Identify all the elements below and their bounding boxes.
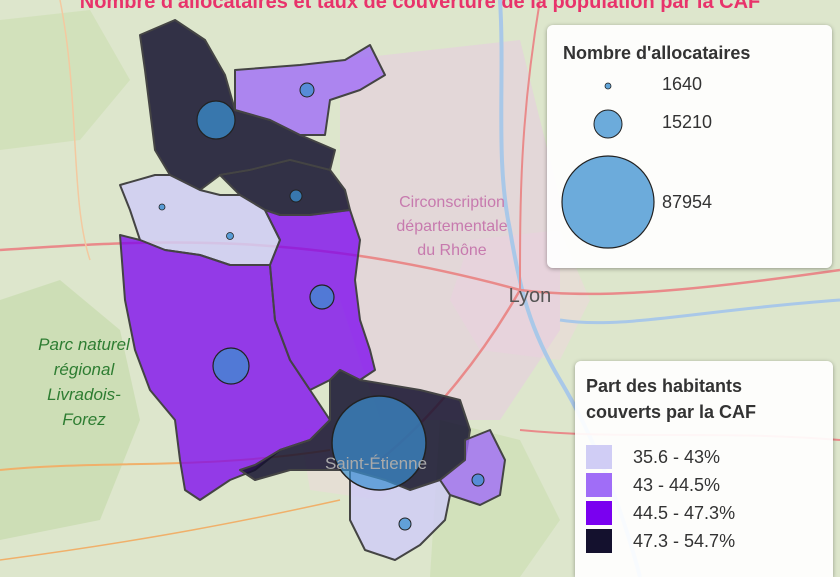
- legend-swatch-1: [586, 445, 612, 469]
- label-parc-1: Parc naturel: [38, 335, 131, 354]
- legend-value-medium: 15210: [662, 112, 713, 132]
- bubble-northeast[interactable]: [299, 82, 315, 98]
- legend-class-label-1: 35.6 - 43%: [633, 447, 721, 467]
- label-parc-4: Forez: [62, 410, 106, 429]
- basemap-forest-patch: [0, 10, 130, 150]
- map-title: Nombre d'allocataires et taux de couvert…: [79, 0, 761, 13]
- label-city-lyon: Lyon: [509, 285, 552, 307]
- legend-circle-large: [561, 155, 655, 249]
- bubble-west-small-1[interactable]: [158, 203, 166, 211]
- territory-south-lightest[interactable]: [349, 469, 451, 561]
- legend-swatch-2: [586, 473, 612, 497]
- bubble-layer: [158, 82, 485, 531]
- road: [519, 268, 840, 296]
- legend-circle-small: [604, 82, 612, 90]
- legend-class-label-3: 44.5 - 47.3%: [633, 503, 736, 523]
- bubble-east-north[interactable]: [289, 189, 303, 203]
- label-circonscription-1: Circonscription: [399, 194, 505, 211]
- road: [519, 0, 541, 291]
- bubble-east[interactable]: [471, 473, 485, 487]
- legend-swatch-3: [586, 501, 612, 525]
- legend-value-large: 87954: [662, 192, 713, 212]
- legend-allocataires: Nombre d'allocataires 1640 15210 87954: [547, 25, 832, 268]
- territory-east-light-purple[interactable]: [439, 429, 506, 506]
- bubble-southwest[interactable]: [212, 347, 250, 385]
- legend-couverture-title-line1: Part des habitants: [586, 376, 743, 396]
- legend-allocataires-circles: [561, 82, 655, 249]
- basemap-forest-patch: [0, 280, 140, 540]
- bubble-west-small-2[interactable]: [226, 232, 234, 240]
- legend-swatch-4: [586, 529, 612, 553]
- legend-allocataires-title: Nombre d'allocataires: [563, 43, 751, 63]
- legend-value-small: 1640: [662, 74, 703, 94]
- label-circonscription-3: du Rhône: [417, 242, 486, 259]
- legend-class-label-2: 43 - 44.5%: [633, 475, 721, 495]
- bubble-south[interactable]: [398, 517, 412, 531]
- legend-circle-medium: [593, 109, 623, 139]
- legend-couverture-title: Part des habitants couverts par la CAF: [586, 373, 756, 425]
- bubble-north[interactable]: [196, 100, 236, 140]
- road: [59, 0, 91, 261]
- label-parc-2: régional: [54, 360, 116, 379]
- legend-class-label-4: 47.3 - 54.7%: [633, 531, 736, 551]
- label-city-saint-etienne: Saint-Étienne: [325, 454, 427, 473]
- bubble-center[interactable]: [309, 284, 335, 310]
- legend-couverture-title-line2: couverts par la CAF: [586, 402, 757, 422]
- road: [0, 499, 341, 561]
- circonscription-area: [340, 40, 560, 420]
- label-parc-3: Livradois-: [47, 385, 121, 404]
- bubble-saint-etienne[interactable]: [331, 395, 427, 491]
- label-circonscription-2: départementale: [396, 218, 507, 235]
- legend-couverture: Part des habitants couverts par la CAF 3…: [575, 361, 833, 577]
- river: [559, 298, 840, 325]
